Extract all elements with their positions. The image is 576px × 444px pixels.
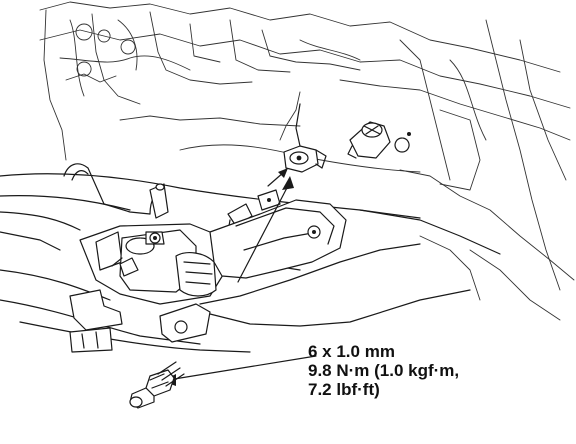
arrow-icon bbox=[237, 176, 294, 283]
shift-bracket bbox=[209, 189, 347, 279]
torque-spec-line1: 9.8 N·m (1.0 kgf·m, bbox=[308, 361, 460, 380]
lower-bracket bbox=[69, 289, 211, 353]
engine-background-outline bbox=[39, 1, 575, 321]
mount-cylinder bbox=[347, 121, 411, 159]
callout-leader bbox=[162, 355, 317, 386]
cable-hoses bbox=[63, 163, 169, 219]
fastener-spec-callout: 6 x 1.0 mm 9.8 N·m (1.0 kgf·m, 7.2 lbf·f… bbox=[308, 342, 568, 399]
bushing-grommet bbox=[283, 103, 327, 173]
actuator-assembly bbox=[79, 203, 253, 305]
mount-arrow bbox=[267, 168, 288, 187]
bolt-size-label: 6 x 1.0 mm bbox=[308, 342, 395, 361]
torque-spec-line2: 7.2 lbf·ft) bbox=[308, 380, 380, 399]
bolt-icon bbox=[129, 361, 185, 409]
